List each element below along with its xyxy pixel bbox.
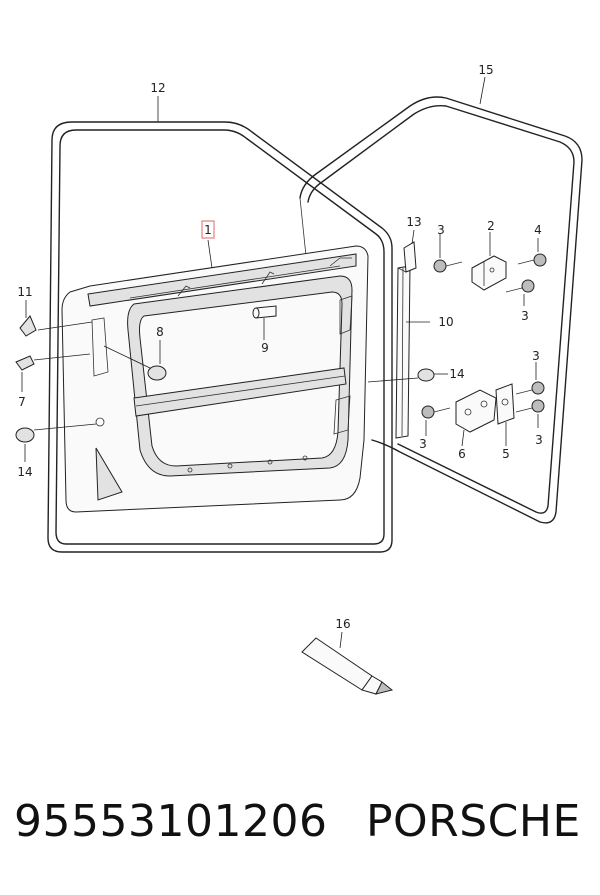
part-number: 95553101206 bbox=[14, 796, 328, 847]
upper-hinge-2 bbox=[471, 255, 507, 291]
callout-12[interactable]: 12 bbox=[150, 81, 165, 95]
bolt-3-right-upper bbox=[505, 279, 535, 293]
door-seal-12 bbox=[47, 121, 393, 553]
callout-3[interactable]: 3 bbox=[521, 309, 529, 323]
callout-13[interactable]: 13 bbox=[406, 215, 421, 229]
callout-5[interactable]: 5 bbox=[502, 447, 510, 461]
callout-14[interactable]: 14 bbox=[17, 465, 32, 479]
bolt-3-lower-left bbox=[421, 405, 451, 419]
callout-11[interactable]: 11 bbox=[17, 285, 32, 299]
callout-1[interactable]: 1 bbox=[204, 223, 212, 237]
parts-diagram: 1 2 3 3 3 3 3 4 5 6 7 8 9 10 11 12 13 14… bbox=[15, 63, 583, 695]
grommet-8 bbox=[147, 365, 167, 381]
leader-lines bbox=[21, 76, 539, 649]
callout-3[interactable]: 3 bbox=[535, 433, 543, 447]
callout-2[interactable]: 2 bbox=[487, 219, 495, 233]
bolt-3-lower-right-b bbox=[515, 399, 545, 413]
clip-7 bbox=[15, 355, 35, 371]
pin-9 bbox=[252, 305, 277, 319]
sealant-tube-16 bbox=[301, 637, 394, 695]
callout-6[interactable]: 6 bbox=[458, 447, 466, 461]
lower-hinge-5 bbox=[495, 383, 515, 425]
callout-3[interactable]: 3 bbox=[419, 437, 427, 451]
brand-name: PORSCHE bbox=[366, 796, 581, 847]
callout-3[interactable]: 3 bbox=[532, 349, 540, 363]
window-seal-15 bbox=[299, 96, 583, 524]
selected-part-highlight bbox=[201, 220, 215, 239]
bolt-3-upper bbox=[433, 259, 463, 273]
callout-4[interactable]: 4 bbox=[534, 223, 542, 237]
clip-11 bbox=[19, 315, 37, 337]
plug-14-left bbox=[15, 427, 35, 443]
bracket-13 bbox=[397, 241, 417, 273]
callout-14[interactable]: 14 bbox=[449, 367, 464, 381]
seal-strip-10 bbox=[395, 265, 411, 439]
bolt-3-lower-right-a bbox=[515, 381, 545, 395]
callout-16[interactable]: 16 bbox=[335, 617, 350, 631]
callout-labels: 1 2 3 3 3 3 3 4 5 6 7 8 9 10 11 12 13 14… bbox=[17, 63, 542, 631]
callout-7[interactable]: 7 bbox=[18, 395, 26, 409]
callout-8[interactable]: 8 bbox=[156, 325, 164, 339]
callout-9[interactable]: 9 bbox=[261, 341, 269, 355]
lower-hinge-6 bbox=[455, 389, 497, 433]
callout-15[interactable]: 15 bbox=[478, 63, 493, 77]
callout-10[interactable]: 10 bbox=[438, 315, 453, 329]
plug-14-right bbox=[417, 368, 435, 382]
door-shell-1 bbox=[61, 245, 369, 513]
callout-3[interactable]: 3 bbox=[437, 223, 445, 237]
bolt-4 bbox=[517, 253, 547, 267]
